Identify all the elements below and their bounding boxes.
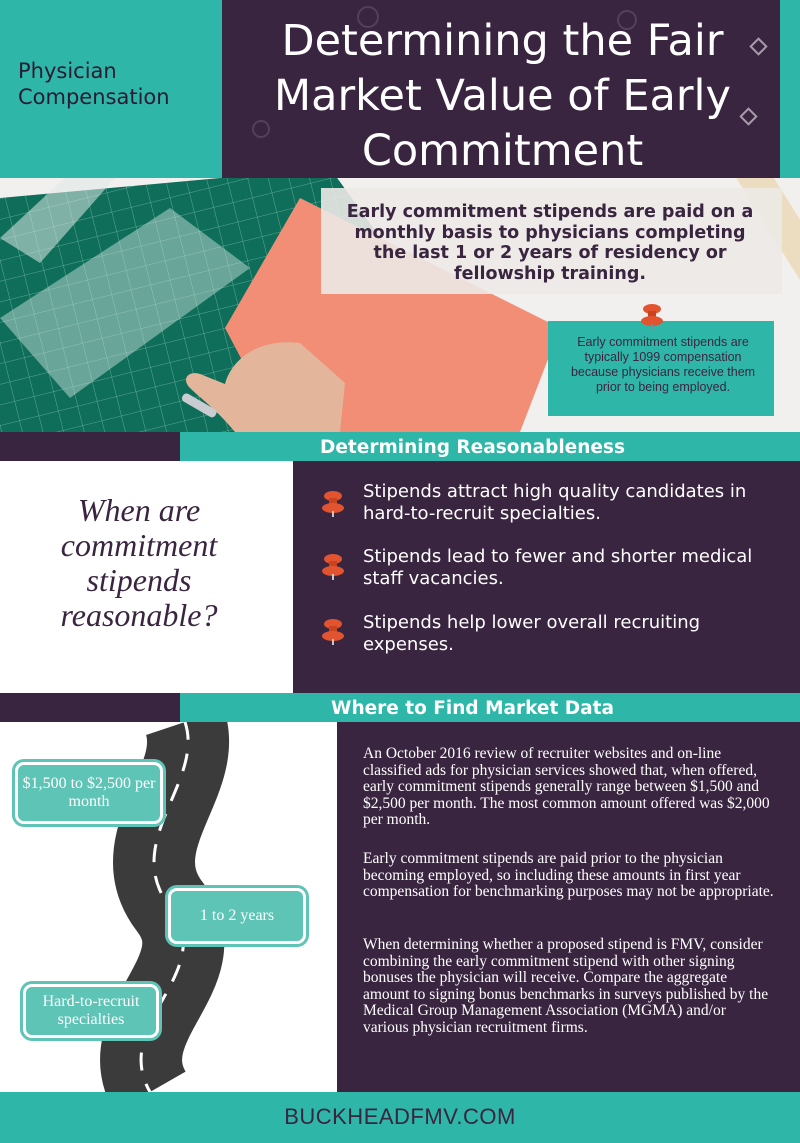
section-title-reasonableness: Determining Reasonableness <box>320 437 625 458</box>
note-text: Early commitment stipends are typically … <box>570 335 756 394</box>
header-accent-panel <box>0 0 222 178</box>
section-bar-left <box>0 693 180 722</box>
reasonableness-question: When are commitment stipends reasonable? <box>60 492 218 633</box>
header-subtitle: Physician Compensation <box>18 59 170 109</box>
section-header-market <box>180 693 800 722</box>
pushpin-icon <box>322 491 344 517</box>
market-paragraph-2: Early commitment stipends are paid prior… <box>363 850 774 901</box>
footer-website[interactable]: BUCKHEADFMV.COM <box>284 1104 516 1129</box>
pushpin-icon <box>322 554 344 580</box>
section-title-market: Where to Find Market Data <box>331 698 614 719</box>
market-data-panel <box>337 722 800 1092</box>
market-paragraph-1: An October 2016 review of recruiter webs… <box>363 745 770 829</box>
page-title: Determining the Fair Market Value of Ear… <box>274 16 731 176</box>
intro-text: Early commitment stipends are paid on a … <box>346 202 754 284</box>
hand <box>185 342 345 432</box>
decor-circle <box>357 6 379 28</box>
intro-box <box>321 188 782 294</box>
pushpin-icon <box>322 619 344 645</box>
pen <box>181 393 217 418</box>
reasonableness-panel <box>293 461 800 693</box>
reason-bullet-1: Stipends attract high quality candidates… <box>363 481 747 524</box>
header-edge-strip <box>780 0 800 178</box>
decor-circle <box>617 10 637 30</box>
section-bar-left <box>0 432 180 461</box>
road-label-specialties: Hard-to-recruit specialties <box>23 984 159 1038</box>
section-header-reasonableness <box>180 432 800 461</box>
desk-illustration <box>0 178 800 432</box>
ruler-triangle <box>0 208 250 398</box>
header-title-panel <box>222 0 780 178</box>
market-paragraph-3: When determining whether a proposed stip… <box>363 936 769 1036</box>
ruler <box>0 178 115 263</box>
road-label-amount: $1,500 to $2,500 per month <box>15 762 163 824</box>
road-label-duration: 1 to 2 years <box>168 888 306 944</box>
reason-bullet-2: Stipends lead to fewer and shorter medic… <box>363 546 753 589</box>
pushpin-icon <box>641 304 663 330</box>
footer-bar <box>0 1092 800 1143</box>
decor-circle <box>252 120 270 138</box>
reason-bullet-3: Stipends help lower overall recruiting e… <box>363 612 701 655</box>
note-box <box>548 321 774 416</box>
